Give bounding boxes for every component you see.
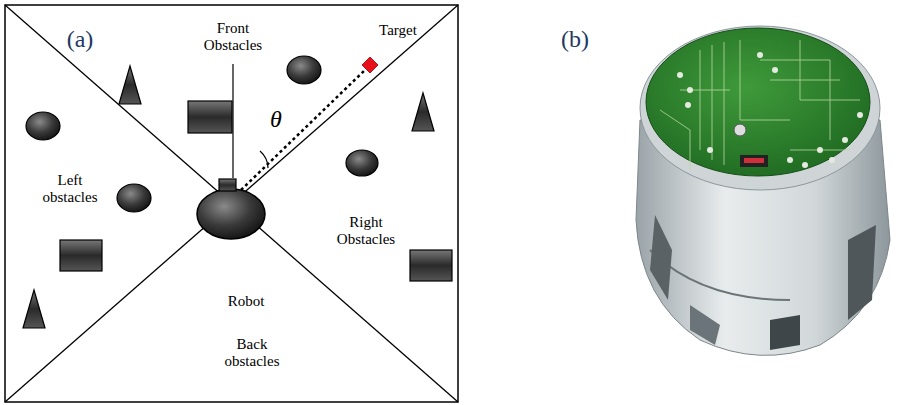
region-label: Target: [379, 22, 417, 39]
obstacles: [23, 56, 452, 328]
region-label: Robot: [228, 293, 265, 310]
region-label: Right Obstacles: [337, 214, 395, 248]
robot-symbol: [197, 57, 378, 239]
region-label: Front Obstacles: [204, 20, 262, 54]
angle-symbol: θ: [270, 106, 282, 132]
region-label: Left obstacles: [43, 172, 98, 206]
panel-label: (b): [561, 26, 589, 52]
region-label: Back obstacles: [223, 336, 282, 370]
panel-label: (a): [67, 26, 94, 52]
robot-photo: [636, 26, 890, 355]
environment-panel: [5, 5, 458, 402]
